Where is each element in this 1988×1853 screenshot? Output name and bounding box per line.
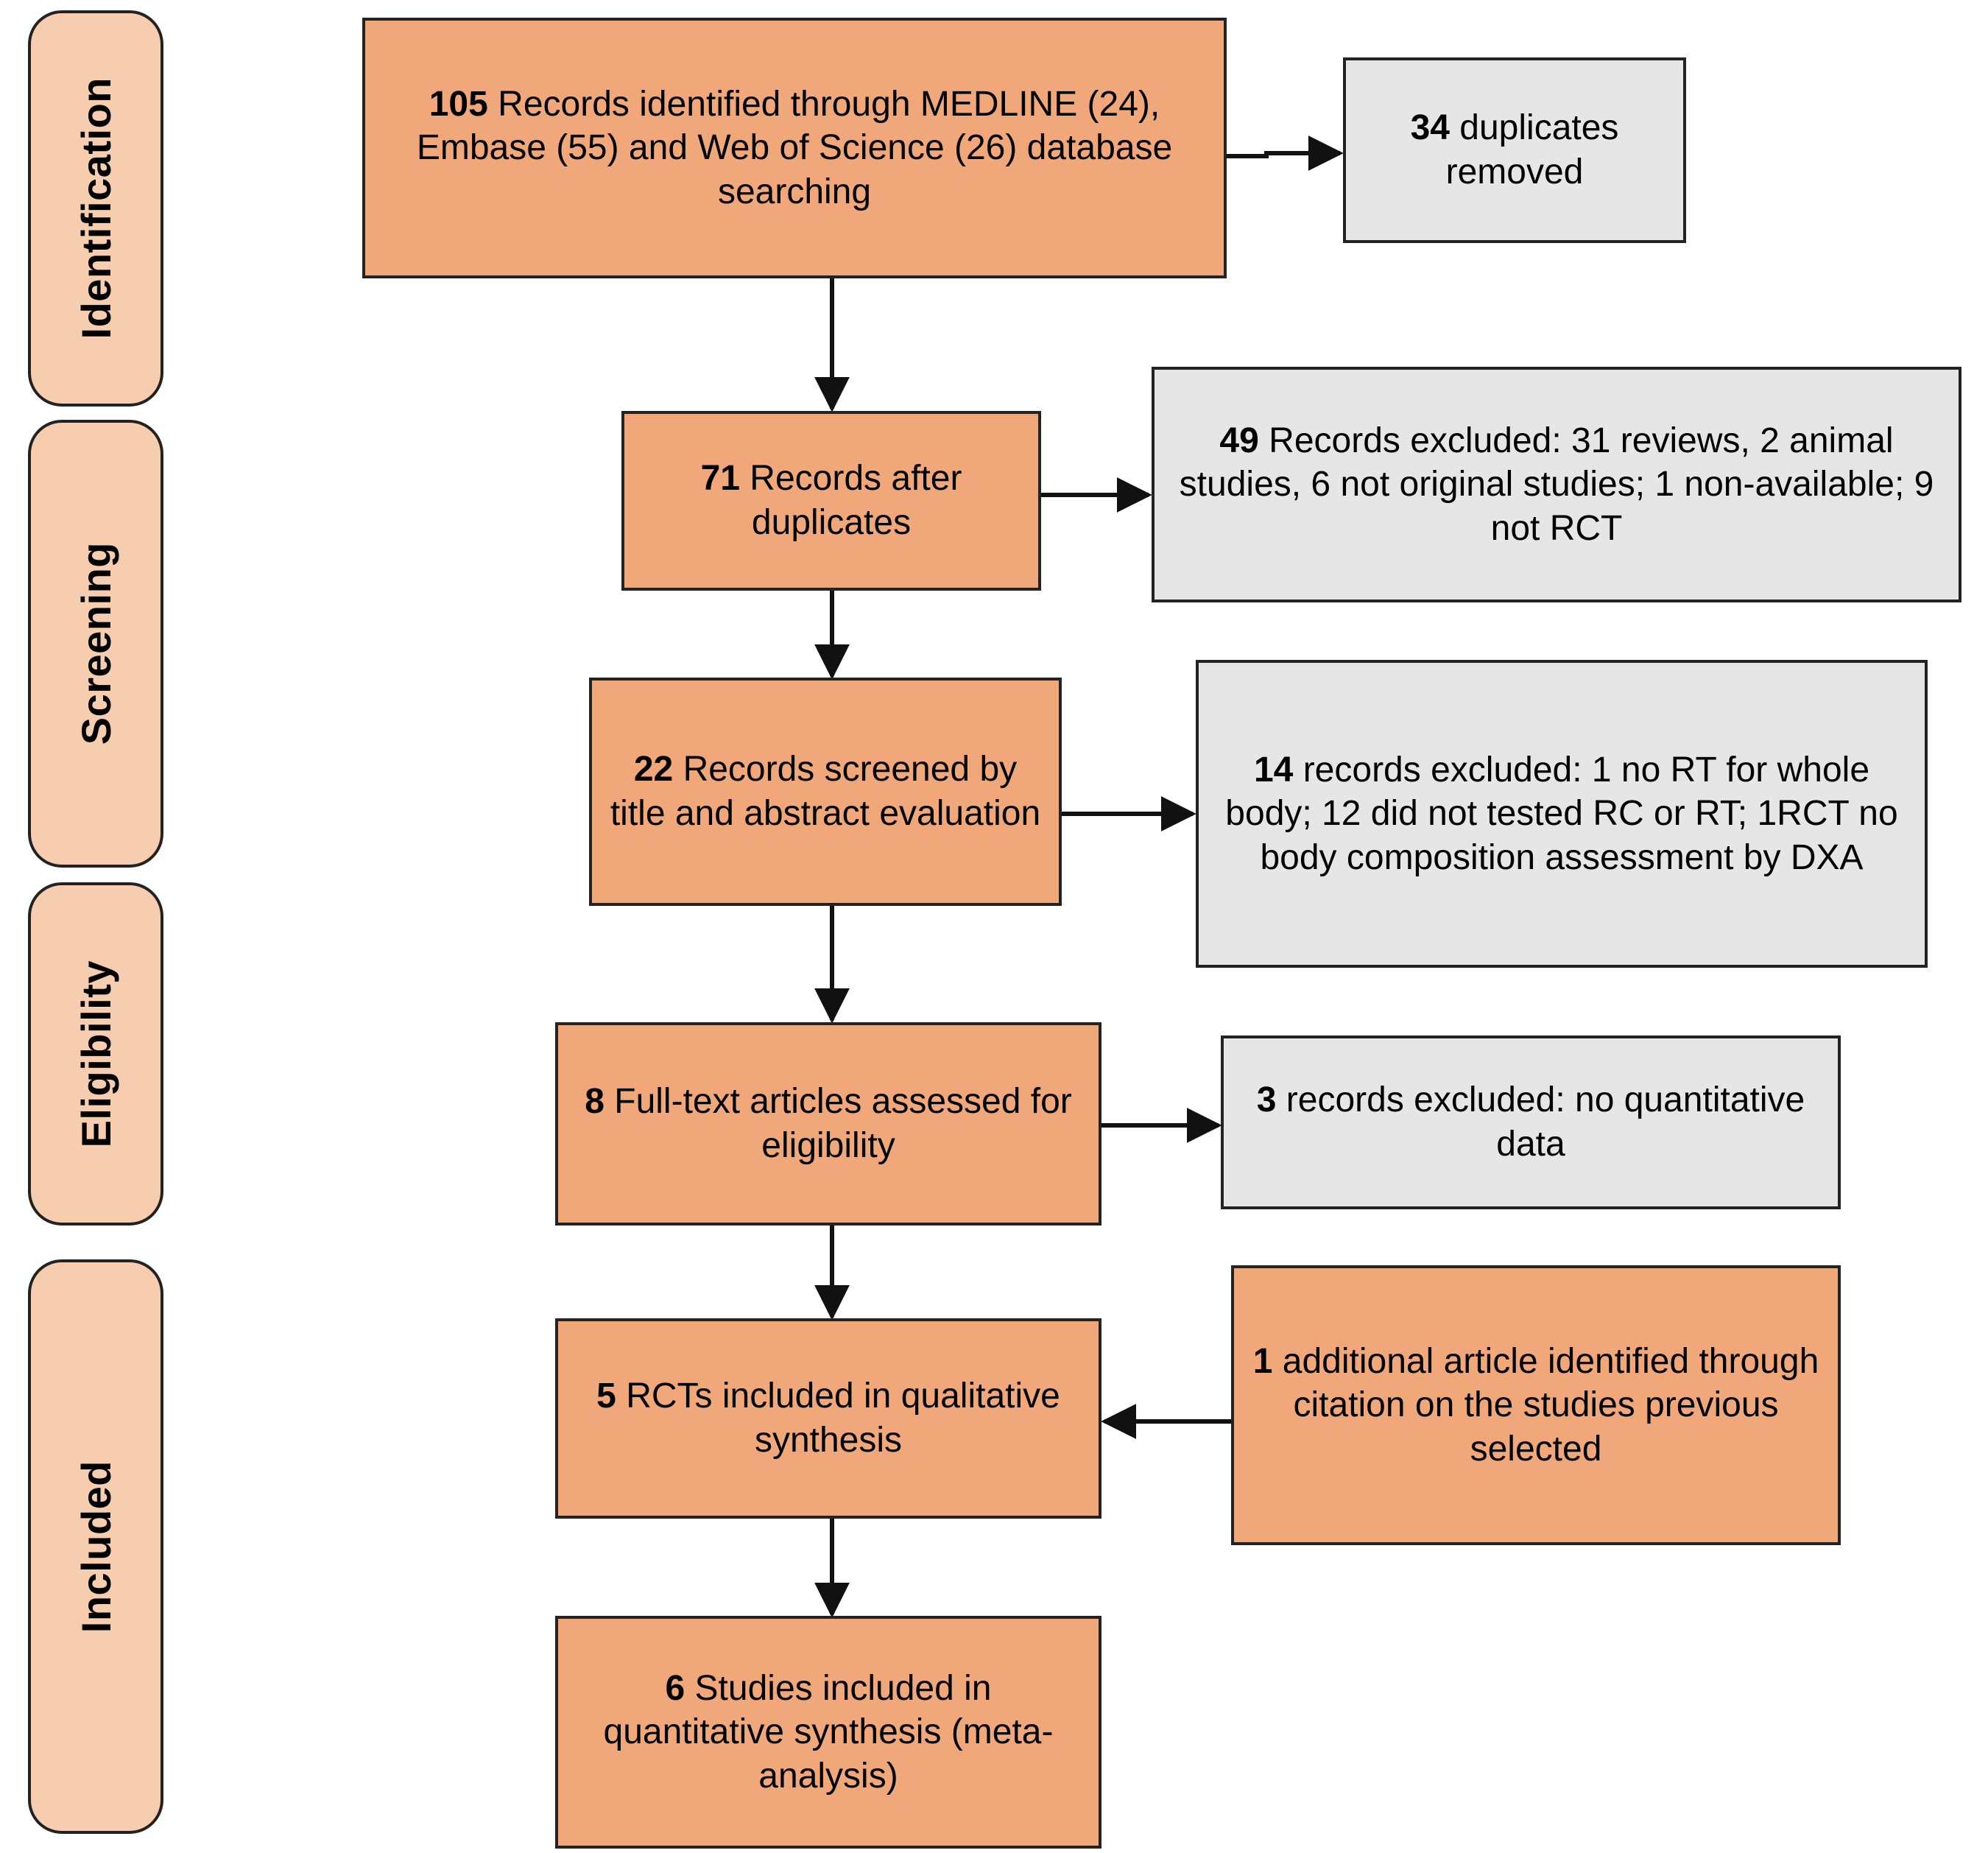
phase-label-screening: Screening [72,542,119,745]
node-records-excluded-14[interactable]: 14 records excluded: 1 no RT for whole b… [1196,660,1928,968]
node-records-excluded-3-label: records excluded: no quantitative data [1276,1080,1805,1164]
node-qualitative-synthesis-label: RCTs included in qualitative synthesis [616,1376,1060,1460]
node-records-excluded-49[interactable]: 49 Records excluded: 31 reviews, 2 anima… [1152,367,1961,602]
node-additional-article[interactable]: 1 additional article identified through … [1231,1265,1841,1545]
phase-label-included: Included [72,1460,119,1634]
node-qualitative-synthesis[interactable]: 5 RCTs included in qualitative synthesis [555,1318,1101,1519]
node-records-excluded-49-count: 49 [1219,421,1259,460]
node-additional-article-label: additional article identified through ci… [1272,1341,1819,1469]
node-records-screened-count: 22 [633,750,674,790]
node-fulltext-assessed-label: Full-text articles assessed for eligibil… [604,1082,1072,1165]
node-additional-article-count: 1 [1252,1341,1273,1381]
node-fulltext-assessed-count: 8 [585,1082,604,1122]
phase-label-identification: Identification [72,77,119,340]
phase-screening: Screening [28,420,163,868]
node-records-identified[interactable]: 105 Records identified through MEDLINE (… [362,18,1227,278]
phase-included: Included [28,1259,163,1834]
node-records-excluded-49-label: Records excluded: 31 reviews, 2 animal s… [1179,421,1934,548]
node-quantitative-synthesis-count: 6 [665,1668,685,1708]
node-records-after-duplicates-count: 71 [700,459,740,499]
node-records-after-duplicates-label: Records after duplicates [739,459,962,542]
node-records-identified-count: 105 [429,84,488,124]
node-duplicates-removed-count: 34 [1410,108,1450,148]
node-quantitative-synthesis-label: Studies included in quantitative synthes… [603,1668,1054,1796]
node-quantitative-synthesis[interactable]: 6 Studies included in quantitative synth… [555,1616,1101,1849]
node-records-screened-label: Records screened by title and abstract e… [610,750,1041,833]
node-fulltext-assessed[interactable]: 8 Full-text articles assessed for eligib… [555,1022,1101,1226]
node-records-excluded-3-count: 3 [1256,1080,1277,1120]
node-qualitative-synthesis-count: 5 [596,1376,616,1416]
edge-identified-to-duplicates [1226,136,1344,171]
node-records-excluded-3[interactable]: 3 records excluded: no quantitative data [1221,1036,1841,1209]
phase-identification: Identification [28,10,163,407]
node-records-identified-label: Records identified through MEDLINE (24),… [416,84,1173,211]
node-records-excluded-14-count: 14 [1253,750,1294,790]
node-duplicates-removed[interactable]: 34 duplicates removed [1343,57,1686,243]
node-records-excluded-14-label: records excluded: 1 no RT for whole body… [1225,750,1898,877]
node-records-screened[interactable]: 22 Records screened by title and abstrac… [589,678,1062,906]
phase-eligibility: Eligibility [28,882,163,1226]
node-records-after-duplicates[interactable]: 71 Records after duplicates [621,411,1041,591]
node-duplicates-removed-label: duplicates removed [1445,108,1619,191]
phase-label-eligibility: Eligibility [72,960,119,1148]
